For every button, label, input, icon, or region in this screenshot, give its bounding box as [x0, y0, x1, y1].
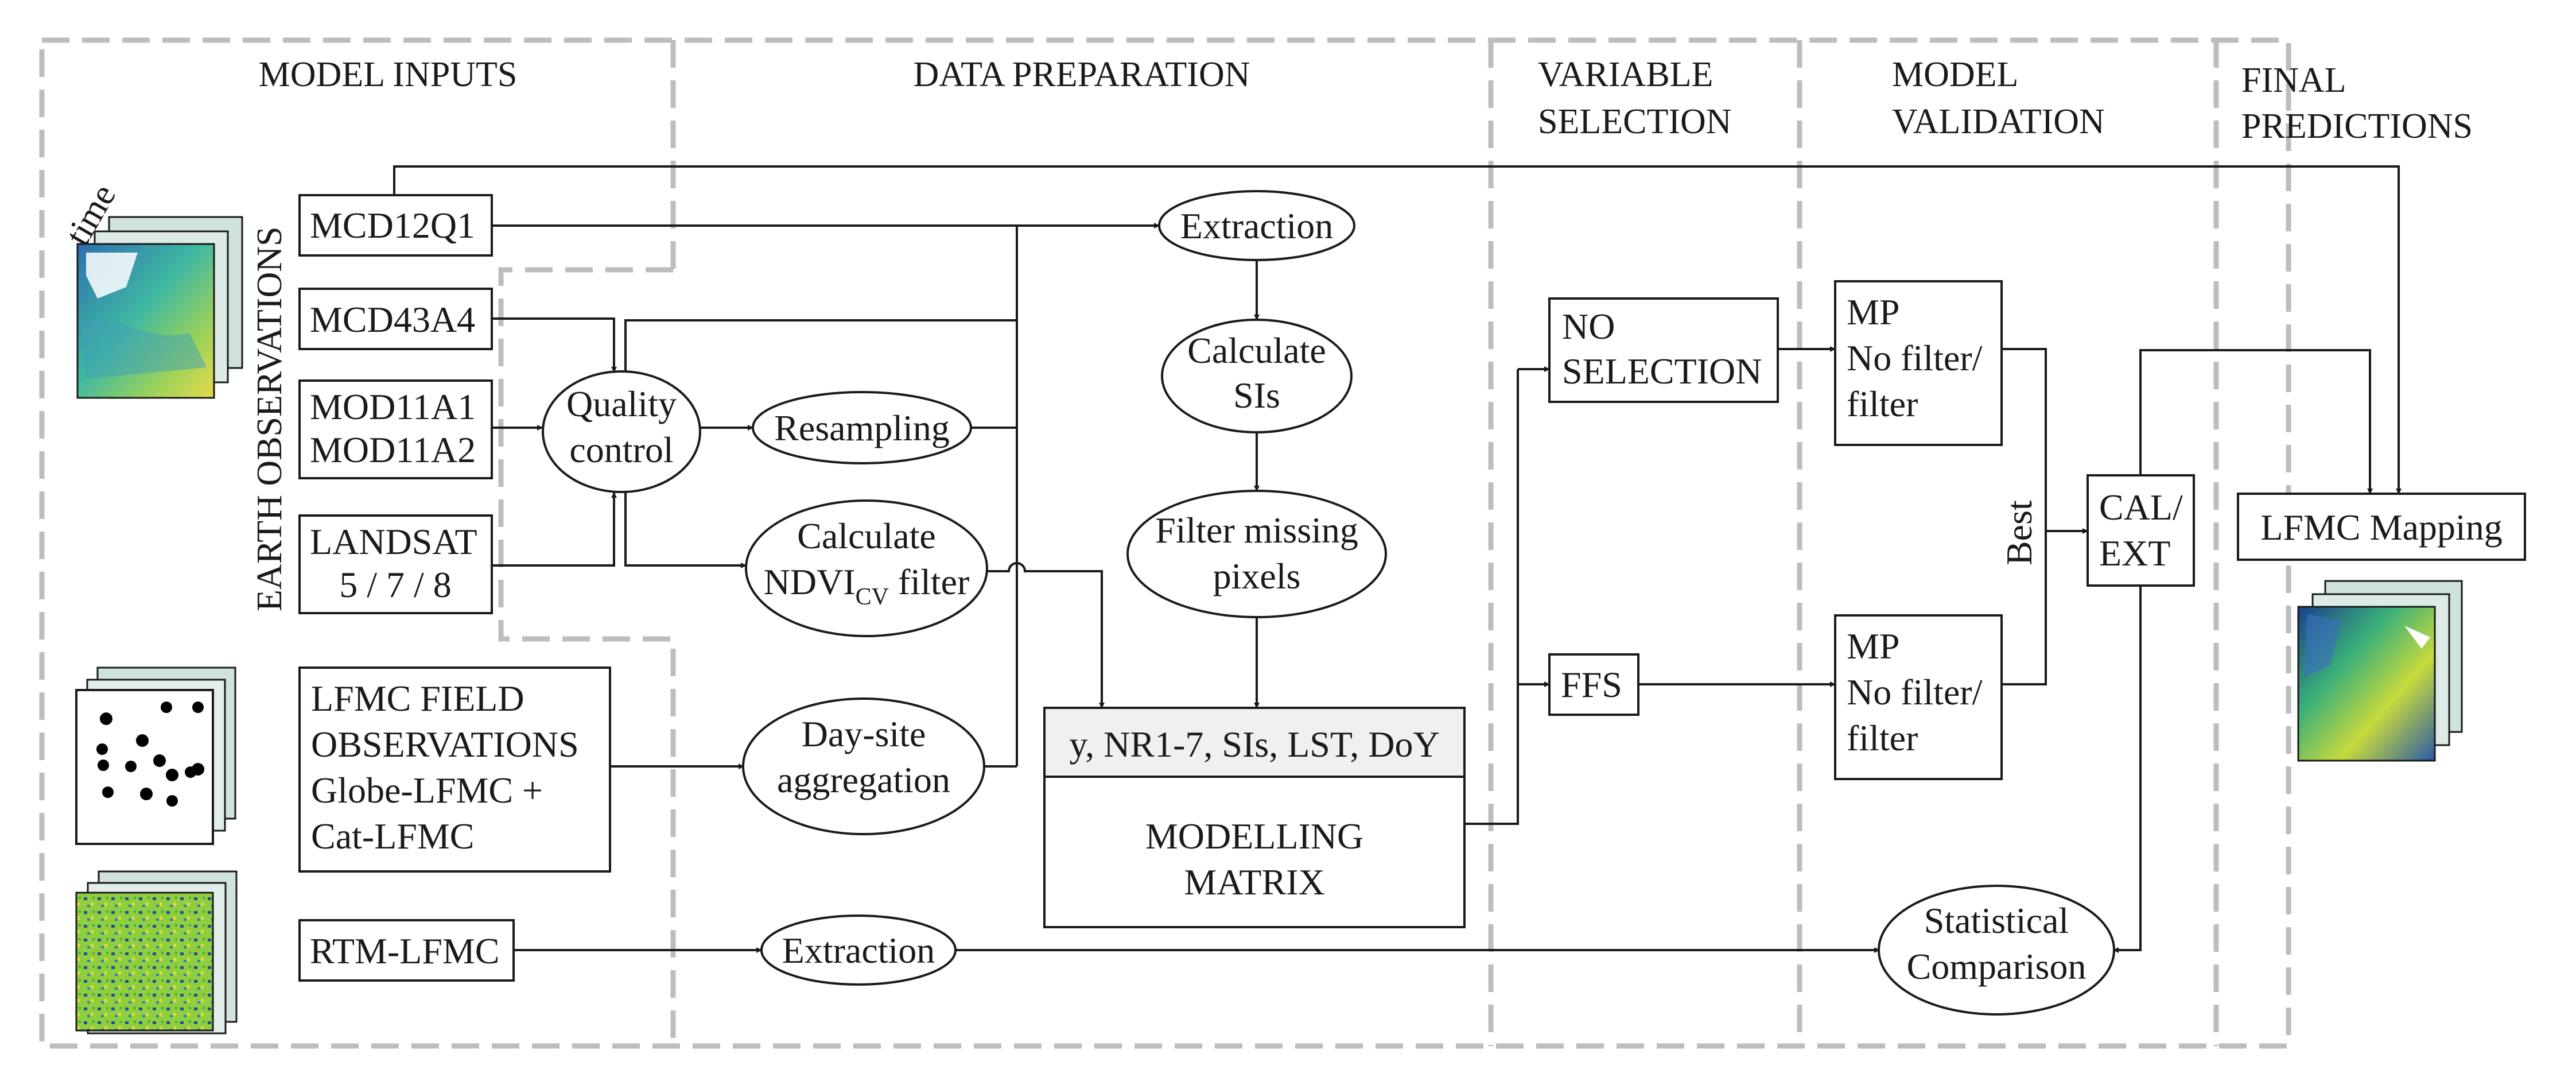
day-site-aggregation-node: Day-site aggregation	[742, 698, 985, 835]
mp-bottom-box: MP No filter/ filter	[1834, 614, 2003, 780]
mod11a1-label: MOD11A1	[310, 386, 476, 427]
extraction-bottom-label: Extraction	[782, 930, 935, 971]
input-lfmc-field-box: LFMC FIELD OBSERVATIONS Globe-LFMC + Cat…	[298, 666, 611, 873]
mp-bottom-line3: filter	[1847, 718, 1918, 758]
resampling-node: Resampling	[752, 391, 972, 464]
best-label: Best	[1999, 500, 2039, 565]
lfmc-field-line4: Cat-LFMC	[311, 816, 474, 857]
rtm-lfmc-stack-icon	[75, 870, 238, 1034]
statistical-comparison-node: Statistical Comparison	[1878, 885, 2115, 1016]
resampling-label: Resampling	[774, 408, 950, 448]
section-variable-selection-1: VARIABLE	[1538, 55, 1713, 94]
lfmc-field-line1: LFMC FIELD	[311, 678, 524, 719]
modelling-matrix-box: y, NR1-7, SIs, LST, DoY MODELLING MATRIX	[1043, 707, 1466, 928]
section-final-predictions-2: PREDICTIONS	[2241, 107, 2473, 146]
mp-top-line2: No filter/	[1847, 338, 1983, 378]
section-final-predictions-1: FINAL	[2241, 61, 2346, 100]
cal-ext-box: CAL/ EXT	[2087, 474, 2195, 587]
lfmc-field-line2: OBSERVATIONS	[311, 724, 579, 765]
connectors	[393, 165, 2402, 953]
calculate-sis-line2: SIs	[1233, 375, 1280, 416]
filter-missing-line1: Filter missing	[1155, 510, 1358, 551]
mcd43a4-label: MCD43A4	[310, 299, 475, 340]
input-rtm-lfmc-box: RTM-LFMC	[298, 919, 515, 982]
input-mcd12q1-box: MCD12Q1	[298, 194, 493, 257]
frame-divider-inputs-bottom	[498, 267, 676, 1046]
extraction-bottom-node: Extraction	[760, 914, 957, 986]
section-model-inputs: MODEL INPUTS	[259, 55, 518, 94]
calculate-sis-line1: Calculate	[1187, 330, 1326, 371]
mp-top-line3: filter	[1847, 383, 1918, 424]
landsat-versions-label: 5 / 7 / 8	[339, 564, 452, 605]
section-data-preparation: DATA PREPARATION	[913, 55, 1250, 94]
quality-control-line2: control	[569, 429, 673, 470]
lfmc-mapping-label: LFMC Mapping	[2260, 507, 2502, 548]
input-landsat-box: LANDSAT 5 / 7 / 8	[298, 514, 493, 614]
quality-control-node: Quality control	[542, 370, 701, 493]
mp-bottom-line1: MP	[1847, 626, 1900, 666]
cal-ext-line2: EXT	[2099, 533, 2170, 574]
lfmc-field-line3: Globe-LFMC +	[311, 770, 543, 811]
ndvi-filter-line2: NDVICV filter	[764, 561, 970, 610]
input-mod11-box: MOD11A1 MOD11A2	[298, 379, 493, 479]
rtm-lfmc-label: RTM-LFMC	[310, 931, 499, 971]
mp-bottom-line2: No filter/	[1847, 672, 1983, 712]
input-mcd43a4-box: MCD43A4	[298, 288, 493, 350]
lfmc-map-stack-icon	[2297, 580, 2463, 762]
no-selection-box: NO SELECTION	[1548, 297, 1779, 403]
quality-control-line1: Quality	[566, 383, 677, 424]
section-variable-selection-2: SELECTION	[1538, 102, 1732, 141]
mod11a2-label: MOD11A2	[310, 429, 476, 470]
no-selection-line2: SELECTION	[1562, 351, 1762, 392]
statistical-comparison-line2: Comparison	[1907, 946, 2087, 987]
earth-observation-stack-icon	[76, 216, 243, 399]
day-site-line2: aggregation	[777, 760, 950, 800]
extraction-top-label: Extraction	[1180, 206, 1334, 246]
matrix-title-line2: MATRIX	[1184, 862, 1324, 902]
field-observation-stack-icon	[75, 666, 236, 845]
extraction-top-node: Extraction	[1158, 190, 1355, 261]
matrix-title-line1: MODELLING	[1145, 816, 1363, 857]
earth-observations-label: EARTH OBSERVATIONS	[250, 226, 289, 611]
statistical-comparison-line1: Statistical	[1924, 900, 2069, 941]
filter-missing-line2: pixels	[1213, 556, 1301, 596]
landsat-label: LANDSAT	[310, 521, 477, 562]
matrix-variables-label: y, NR1-7, SIs, LST, DoY	[1069, 724, 1439, 765]
ffs-label: FFS	[1561, 664, 1622, 705]
ndvi-filter-line1: Calculate	[797, 516, 936, 556]
mp-top-box: MP No filter/ filter	[1834, 280, 2003, 446]
filter-missing-pixels-node: Filter missing pixels	[1126, 490, 1387, 618]
mp-top-line1: MP	[1847, 292, 1900, 332]
mcd12q1-label: MCD12Q1	[310, 205, 475, 246]
section-model-validation-2: VALIDATION	[1892, 102, 2105, 141]
matrix-header-band	[1046, 709, 1463, 777]
cal-ext-line1: CAL/	[2099, 487, 2183, 528]
ffs-box: FFS	[1548, 653, 1639, 716]
calculate-sis-node: Calculate SIs	[1161, 319, 1353, 433]
section-model-validation-1: MODEL	[1892, 55, 2018, 94]
no-selection-line1: NO	[1562, 306, 1615, 347]
lfmc-mapping-box: LFMC Mapping	[2237, 493, 2526, 561]
day-site-line1: Day-site	[802, 714, 926, 754]
ndvi-filter-node: Calculate NDVICV filter	[745, 499, 988, 637]
